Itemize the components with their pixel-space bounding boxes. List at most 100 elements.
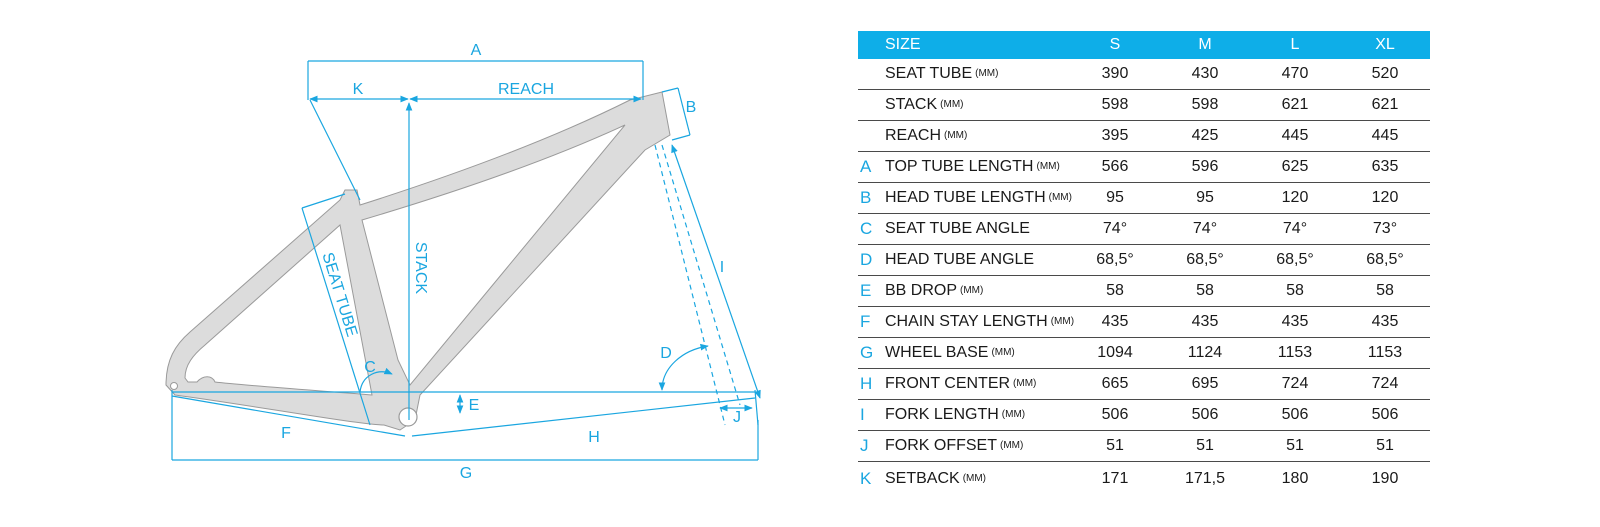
row-value: 724 [1340, 368, 1430, 400]
row-value: 724 [1250, 368, 1340, 400]
row-value: 621 [1340, 89, 1430, 121]
row-unit: (MM) [1050, 316, 1075, 327]
row-name-cell: SEAT TUBE ANGLE [885, 213, 1070, 245]
label-i: I [720, 259, 724, 276]
bike-frame [165, 91, 671, 431]
label-j: J [733, 409, 741, 426]
row-value: 621 [1250, 89, 1340, 121]
row-value: 435 [1160, 306, 1250, 338]
row-letter: G [858, 337, 885, 369]
row-unit: (MM) [1036, 161, 1060, 172]
row-value: 68,5° [1250, 244, 1340, 276]
label-g: G [460, 465, 472, 482]
row-name-cell: HEAD TUBE LENGTH(MM) [885, 182, 1072, 214]
row-name: HEAD TUBE LENGTH [885, 189, 1046, 206]
row-name: SEAT TUBE [885, 65, 973, 82]
row-value: 180 [1281, 469, 1309, 487]
row-letter [858, 59, 885, 90]
row-letter: A [858, 151, 885, 183]
row-name-cell: REACH(MM) [885, 120, 1070, 152]
row-value: 506 [1160, 399, 1250, 431]
row-unit: (MM) [1000, 440, 1024, 451]
label-k: K [353, 81, 364, 98]
label-a: A [471, 42, 482, 59]
row-name-cell: TOP TUBE LENGTH(MM) [885, 151, 1070, 183]
row-unit: (MM) [1048, 192, 1072, 203]
row-value: 120 [1250, 182, 1340, 214]
row-value: 74° [1160, 213, 1250, 245]
row-value: 596 [1160, 151, 1250, 183]
row-value: 445 [1340, 120, 1430, 152]
label-c: C [364, 359, 376, 376]
row-value: 506 [1340, 399, 1430, 431]
row-value: 68,5° [1160, 244, 1250, 276]
label-reach: REACH [498, 81, 554, 98]
label-stack: STACK [412, 242, 429, 294]
row-name-cell: HEAD TUBE ANGLE [885, 244, 1070, 276]
header-size-m: M [1160, 31, 1250, 59]
row-name-cell: WHEEL BASE(MM) [885, 337, 1070, 369]
row-value: 435 [1070, 306, 1160, 338]
row-value: 506 [1250, 399, 1340, 431]
row-value: 51 [1250, 430, 1340, 462]
row-value: 95 [1070, 182, 1160, 214]
row-name-cell: SEAT TUBE(MM) [885, 59, 1070, 90]
row-value: 390 [1070, 59, 1160, 90]
row-name: FRONT CENTER [885, 375, 1011, 392]
row-name-cell: SETBACK(MM) [885, 462, 1070, 496]
row-value: 51 [1070, 430, 1160, 462]
row-value: 68,5° [1340, 244, 1430, 276]
label-f: F [281, 425, 291, 442]
dimension-lines [171, 60, 761, 461]
header-spacer [858, 31, 885, 59]
row-unit: (MM) [944, 130, 968, 141]
row-value: 430 [1160, 59, 1250, 90]
row-value: 395 [1070, 120, 1160, 152]
row-value: 695 [1160, 368, 1250, 400]
row-value: 74° [1250, 213, 1340, 245]
row-value: 120 [1340, 182, 1430, 214]
row-value: 51 [1340, 430, 1430, 462]
row-value: 1153 [1250, 337, 1340, 369]
row-name-cell: FORK OFFSET(MM) [885, 430, 1070, 462]
row-letter [858, 120, 885, 152]
label-b: B [686, 99, 697, 116]
row-name: WHEEL BASE [885, 344, 989, 361]
row-value: 635 [1340, 151, 1430, 183]
row-letter: F [858, 306, 885, 338]
row-letter: D [858, 244, 885, 276]
row-name: STACK [885, 96, 938, 113]
row-value: 51 [1160, 430, 1250, 462]
row-value: 68,5° [1070, 244, 1160, 276]
row-name-cell: FRONT CENTER(MM) [885, 368, 1070, 400]
header-size-xl: XL [1340, 31, 1430, 59]
row-value: 74° [1070, 213, 1160, 245]
row-name: SEAT TUBE ANGLE [885, 220, 1030, 237]
frame-geometry-diagram: A K REACH B STACK SEAT TUBE I C D E J F … [165, 42, 761, 482]
row-value: 470 [1250, 59, 1340, 90]
row-value: 171 [1101, 469, 1129, 487]
row-value: 566 [1070, 151, 1160, 183]
row-value: 435 [1340, 306, 1430, 338]
row-value: 190 [1371, 469, 1399, 487]
row-letter: K [860, 468, 872, 488]
label-d: D [660, 345, 672, 362]
row-value: 1094 [1070, 337, 1160, 369]
row-value: 58 [1250, 275, 1340, 307]
row-unit: (MM) [975, 68, 999, 79]
row-name: HEAD TUBE ANGLE [885, 251, 1035, 268]
row-unit: (MM) [1013, 378, 1037, 389]
row-name-cell: BB DROP(MM) [885, 275, 1070, 307]
table-header-row: SIZE S M L XL [858, 31, 1430, 59]
